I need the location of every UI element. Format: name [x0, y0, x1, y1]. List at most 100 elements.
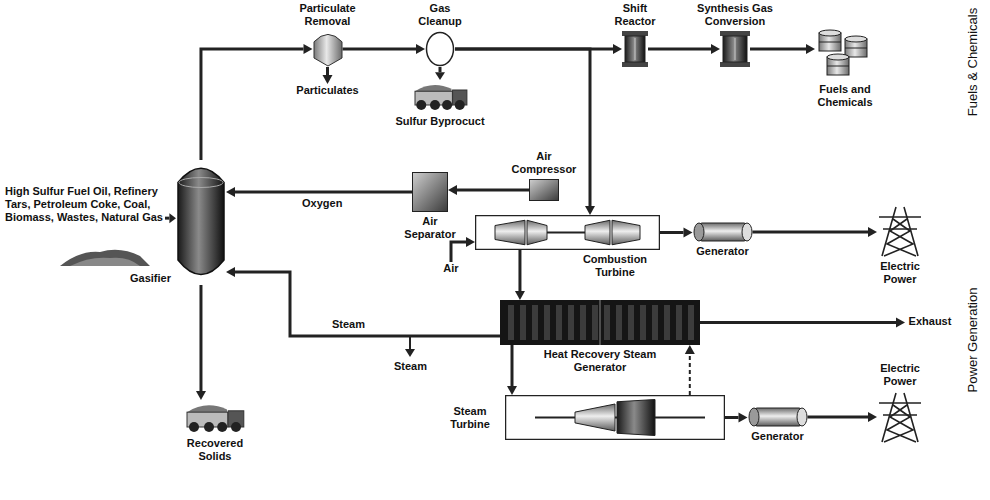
- component-icon: [622, 31, 648, 67]
- component-icon: [877, 205, 923, 257]
- node-label: Generator: [751, 430, 804, 443]
- arrow-line: [457, 189, 529, 192]
- node-label: Electric Power: [870, 362, 930, 388]
- component-icon: [313, 31, 343, 67]
- arrow-head: [323, 75, 333, 84]
- arrow-line: [235, 272, 500, 336]
- node-label: Heat Recovery Steam Generator: [525, 348, 675, 374]
- arrow-head: [585, 206, 595, 215]
- arrow-head: [685, 345, 695, 354]
- flow-arrow: [455, 49, 595, 215]
- arrow-line: [439, 67, 442, 72]
- steam-turbine-icon: [505, 395, 725, 440]
- arrow-line: [199, 285, 202, 391]
- process-node: Gasifier: [130, 160, 240, 285]
- barrels-icon: [815, 28, 875, 80]
- cleanup-vessel: [425, 31, 455, 67]
- arrow-line: [235, 191, 412, 194]
- arrow-head: [435, 72, 445, 80]
- section-label: Power Generation: [966, 286, 979, 395]
- arrow-line: [648, 48, 711, 51]
- arrow-head: [515, 291, 525, 300]
- arrow-head: [226, 267, 235, 277]
- arrow-head: [304, 44, 313, 54]
- arrow-head: [868, 412, 877, 422]
- flow-label: Steam: [392, 360, 429, 373]
- reactor-icon: [720, 31, 750, 67]
- dump-truck-icon: [185, 400, 245, 434]
- arrow-line: [689, 354, 691, 395]
- flow-arrow: [343, 44, 426, 54]
- node-label: Particulates: [296, 84, 358, 97]
- flow-arrow: [226, 267, 500, 336]
- node-label: Air Separator: [400, 215, 460, 241]
- flow-arrow: [753, 227, 878, 237]
- flow-arrow: [685, 345, 695, 395]
- flow-arrow: [451, 237, 475, 262]
- component-icon: [475, 215, 660, 250]
- arrow-line: [343, 48, 417, 51]
- component-icon: [425, 31, 455, 67]
- component-icon: [720, 31, 750, 67]
- process-node: High Sulfur Fuel Oil, Refinery Tars, Pet…: [5, 185, 165, 224]
- vessel-icon: [313, 31, 343, 67]
- node-label: Steam Turbine: [440, 405, 500, 431]
- process-node: Air: [440, 262, 462, 275]
- arrow-line: [165, 217, 169, 220]
- process-node: Heat Recovery Steam Generator: [500, 300, 700, 374]
- arrow-head: [711, 44, 720, 54]
- arrow-line: [808, 416, 869, 419]
- flow-arrow: [750, 44, 815, 54]
- node-label: Electric Power: [870, 260, 930, 286]
- node-label: Generator: [696, 245, 749, 258]
- process-node: Recovered Solids: [170, 400, 260, 463]
- node-label: Exhaust: [909, 315, 952, 328]
- dump-truck-icon: [413, 80, 468, 112]
- edge-label: Oxygen: [300, 197, 344, 210]
- node-label: Recovered Solids: [175, 437, 255, 463]
- process-node: Combustion Turbine: [475, 215, 660, 279]
- component-icon: [185, 400, 245, 434]
- arrow-line: [455, 49, 590, 206]
- flow-arrow: [700, 318, 905, 328]
- reactor-icon: [622, 31, 648, 67]
- process-node: Particulates: [285, 84, 370, 97]
- node-label: Air Compressor: [508, 150, 580, 176]
- arrow-head: [169, 213, 176, 223]
- arrow-head: [196, 391, 206, 400]
- arrow-head: [739, 413, 748, 423]
- arrow-head: [684, 228, 693, 238]
- node-label: Particulate Removal: [290, 2, 365, 28]
- arrow-head: [507, 386, 517, 395]
- flow-arrow: [648, 44, 720, 54]
- process-node: Electric Power: [860, 205, 940, 286]
- arrow-head: [806, 44, 815, 54]
- node-label: Air: [443, 262, 458, 275]
- flow-arrow: [226, 187, 412, 197]
- box-icon: [412, 172, 448, 212]
- process-node: Steam Turbine: [440, 395, 730, 440]
- arrow-head: [896, 318, 905, 328]
- feed-pile: [60, 250, 150, 266]
- arrow-line: [660, 231, 684, 234]
- flow-arrow: [448, 185, 529, 195]
- arrow-line: [518, 250, 521, 291]
- component-icon: [693, 222, 753, 242]
- generator-icon: [748, 407, 808, 427]
- flow-arrow: [808, 412, 878, 422]
- pylon-icon: [877, 391, 923, 443]
- arrow-head: [226, 187, 235, 197]
- process-node: Shift Reactor: [600, 2, 670, 67]
- process-node: Gas Cleanup: [405, 2, 475, 67]
- gasifier-vessel: [176, 160, 226, 285]
- flow-arrow: [196, 285, 206, 400]
- process-node: Electric Power: [860, 362, 940, 443]
- arrow-head: [448, 185, 457, 195]
- component-icon: [413, 80, 468, 112]
- process-node: Exhaust: [905, 315, 955, 328]
- arrow-head: [416, 44, 425, 54]
- component-icon: [748, 407, 808, 427]
- process-node: Particulate Removal: [290, 2, 365, 67]
- box-icon: [529, 179, 559, 201]
